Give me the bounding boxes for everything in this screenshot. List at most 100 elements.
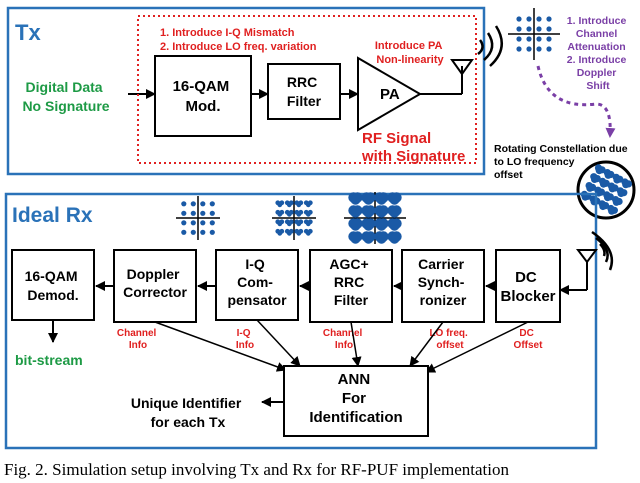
channel-notes: 1. Introduce Channel Attenuation 2. Intr… (567, 15, 629, 92)
constellation-point (352, 231, 363, 242)
constellation-point (209, 229, 215, 235)
constellation-point (610, 206, 619, 214)
doppler-constellation-icon (176, 196, 220, 240)
constellation-point (365, 231, 376, 242)
constellation-point (298, 200, 304, 206)
constellation-point (190, 201, 196, 207)
rf-puf-diagram: Tx Digital Data No Signature 1. Introduc… (4, 6, 636, 450)
constellation-point (307, 228, 313, 234)
tx-frame (6, 6, 486, 176)
constellation-point (546, 26, 552, 32)
constellation-point (598, 166, 606, 174)
unique-identifier-label: Unique Identifier for each Tx (131, 395, 245, 430)
iq-info-label: I-Q Info (236, 328, 254, 351)
dc-blocker-label: DC Blocker (500, 269, 555, 305)
channel-arrow (536, 65, 616, 138)
constellation-point (620, 189, 628, 197)
channel-info-label-2: Channel Info (323, 328, 365, 351)
constellation-point (181, 229, 187, 235)
constellation-point (181, 210, 187, 216)
constellation-point (378, 192, 389, 203)
ann-label: ANN For Identification (309, 371, 402, 426)
constellation-point (536, 16, 542, 22)
constellation-point (536, 36, 542, 42)
constellation-point (200, 201, 206, 207)
constellation-point (593, 175, 601, 183)
constellation-point (200, 220, 206, 226)
constellation-point (200, 229, 206, 235)
doppler-corrector-label: Doppler Corrector (123, 266, 187, 300)
constellation-point (378, 218, 389, 229)
constellation-point (209, 210, 215, 216)
constellation-point (391, 218, 402, 229)
ann-block (283, 365, 429, 437)
constellation-point (611, 184, 619, 192)
iq-constellation-icon (272, 196, 316, 240)
constellation-point (209, 201, 215, 207)
rotating-constellation-icon (576, 160, 636, 220)
constellation-point (279, 209, 285, 215)
constellation-point (526, 46, 532, 52)
pa-note: Introduce PA Non-linearity (375, 40, 445, 66)
dc-blocker-block (495, 249, 561, 323)
dc-offset-label: DC Offset (514, 328, 544, 351)
agc-rrc-filter-block (309, 249, 393, 323)
constellation-point (288, 200, 294, 206)
constellation-point (279, 228, 285, 234)
constellation-point (536, 46, 542, 52)
constellation-point (546, 46, 552, 52)
constellation-point (190, 229, 196, 235)
constellation-point (526, 26, 532, 32)
qam-demod-block (11, 249, 95, 321)
constellation-point (546, 16, 552, 22)
constellation-point (516, 46, 522, 52)
info-arrows (154, 319, 529, 373)
constellation-point (209, 220, 215, 226)
constellation-point (602, 179, 610, 187)
constellation-point (391, 231, 402, 242)
bitstream-label: bit-stream (15, 352, 83, 368)
constellation-point (526, 36, 532, 42)
iq-compensator-block (215, 249, 299, 321)
rotating-constellation-label: Rotating Constellation due to LO frequen… (494, 143, 631, 181)
constellation-point (352, 218, 363, 229)
doppler-corrector-block (113, 249, 197, 323)
rrc-filter-block (267, 63, 341, 120)
qam-mod-block (154, 55, 252, 137)
constellation-point (536, 26, 542, 32)
constellation-point (288, 219, 294, 225)
constellation-point (190, 220, 196, 226)
constellation-point (190, 210, 196, 216)
constellation-point (288, 209, 294, 215)
lo-offset-label: LO freq. offset (429, 328, 470, 351)
constellation-point (602, 202, 610, 210)
constellation-point (616, 175, 624, 183)
constellation-point (516, 16, 522, 22)
signature-region (137, 15, 477, 164)
constellation-point (288, 228, 294, 234)
rx-antenna-icon (559, 249, 598, 295)
channel-info-label-1: Channel Info (117, 328, 159, 351)
constellation-point (607, 170, 615, 179)
constellation-point (597, 188, 606, 196)
constellation-point (546, 36, 552, 42)
constellation-point (307, 219, 313, 225)
constellation-point (352, 205, 363, 216)
constellation-point (365, 218, 376, 229)
rx-frame (4, 192, 598, 450)
constellation-point (365, 205, 376, 216)
constellation-point (378, 205, 389, 216)
iq-compensator-label: I-Q Com- pensator (227, 256, 287, 308)
tx-title: Tx (15, 20, 41, 45)
rx-chain-arrows (48, 281, 496, 343)
constellation-point (391, 205, 402, 216)
rrc-filter-label: RRC Filter (287, 74, 322, 109)
constellation-point (615, 197, 623, 206)
constellation-point (352, 192, 363, 203)
constellation-point (516, 26, 522, 32)
constellation-point (365, 192, 376, 203)
rx-title: Ideal Rx (12, 204, 93, 227)
constellation-point (200, 210, 206, 216)
constellation-point (181, 220, 187, 226)
qam-demod-label: 16-QAM Demod. (25, 268, 82, 303)
